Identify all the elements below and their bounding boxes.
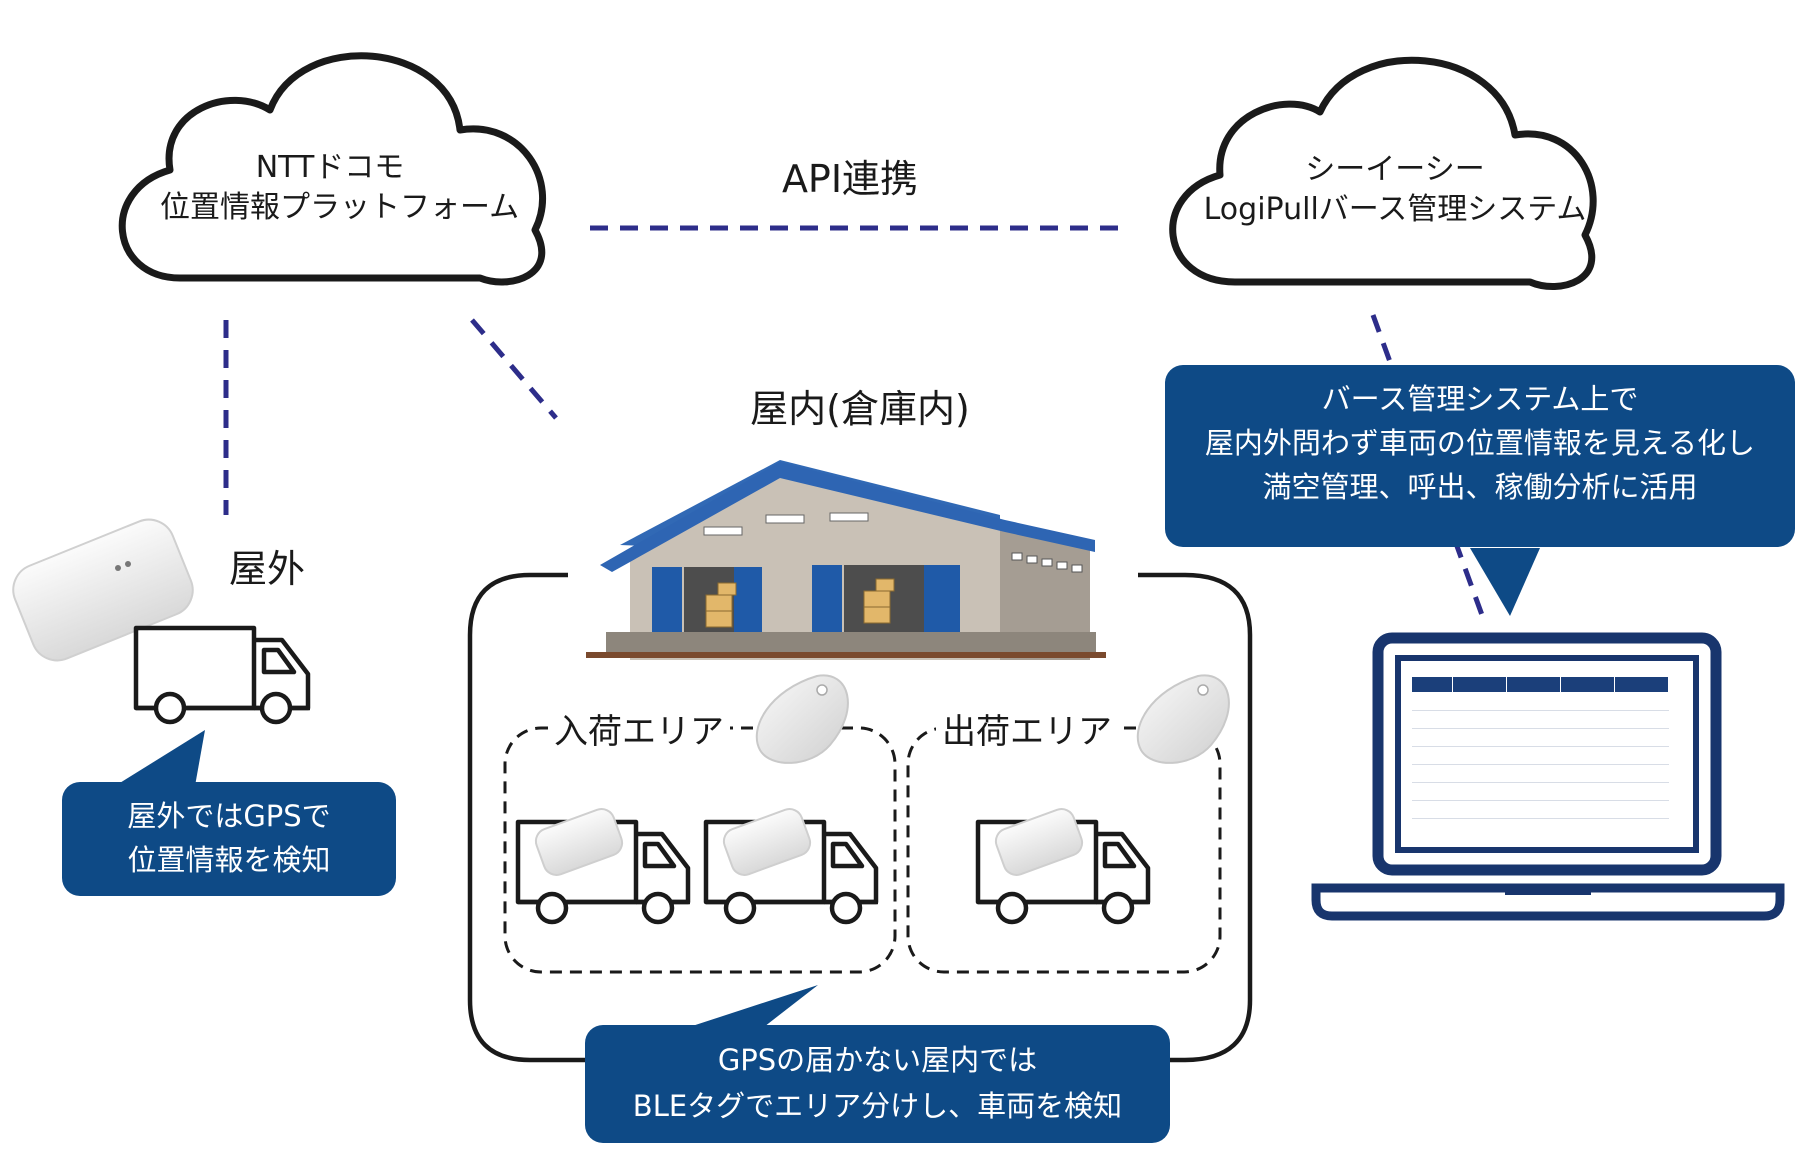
bubble-indoor-tail bbox=[680, 985, 818, 1030]
api-label: API連携 bbox=[781, 157, 919, 201]
warehouse bbox=[586, 460, 1106, 660]
inbound-area-box bbox=[503, 726, 897, 974]
gps-device-outdoor bbox=[12, 518, 194, 662]
ble-tag-inbound bbox=[755, 674, 849, 764]
truck-inbound-2 bbox=[703, 808, 879, 925]
indoor-title: 屋内(倉庫内) bbox=[750, 387, 970, 431]
cloud-left-line1: NTTドコモ bbox=[255, 150, 405, 185]
cloud-right-label: シーイーシー LogiPullバース管理システム bbox=[1190, 150, 1600, 230]
bubble-top-right-line3: 満空管理、呼出、稼働分析に活用 bbox=[1262, 470, 1698, 504]
bubble-top-right-line1: バース管理システム上で bbox=[1321, 382, 1639, 416]
ble-tag-outbound bbox=[1136, 674, 1230, 764]
cloud-left-line2: 位置情報プラットフォーム bbox=[160, 190, 520, 225]
cloud-to-warehouse-line bbox=[470, 318, 558, 420]
truck-inbound-1 bbox=[515, 808, 691, 925]
bubble-outdoor-line1: 屋外ではGPSで bbox=[127, 799, 331, 833]
bubble-indoor-line2: BLEタグでエリア分けし、車両を検知 bbox=[632, 1089, 1123, 1123]
bubble-indoor: GPSの届かない屋内では BLEタグでエリア分けし、車両を検知 bbox=[585, 1025, 1170, 1143]
inbound-area-label: 入荷エリア bbox=[548, 704, 730, 753]
bubble-indoor-line1: GPSの届かない屋内では bbox=[717, 1043, 1038, 1077]
cloud-right-shape bbox=[1169, 56, 1597, 290]
cloud-right-line2: LogiPullバース管理システム bbox=[1203, 192, 1587, 227]
laptop-screen-table bbox=[1410, 676, 1669, 819]
cloud-right-line1: シーイーシー bbox=[1305, 152, 1485, 187]
outbound-area-label: 出荷エリア bbox=[936, 704, 1118, 753]
bubble-top-right: バース管理システム上で 屋内外問わず車両の位置情報を見える化し 満空管理、呼出、… bbox=[1165, 365, 1795, 547]
cloud-left-shape bbox=[118, 52, 547, 286]
bubble-outdoor-tail bbox=[115, 730, 205, 786]
cloud-left-label: NTTドコモ 位置情報プラットフォーム bbox=[160, 148, 520, 228]
bubble-outdoor-line2: 位置情報を検知 bbox=[127, 843, 331, 877]
bubble-outdoor: 屋外ではGPSで 位置情報を検知 bbox=[62, 782, 396, 896]
bubble-top-right-tail bbox=[1470, 548, 1540, 616]
outdoor-title: 屋外 bbox=[228, 547, 305, 591]
bubble-top-right-line2: 屋内外問わず車両の位置情報を見える化し bbox=[1204, 426, 1756, 460]
truck-outdoor bbox=[133, 625, 311, 725]
truck-outbound-1 bbox=[975, 808, 1151, 925]
